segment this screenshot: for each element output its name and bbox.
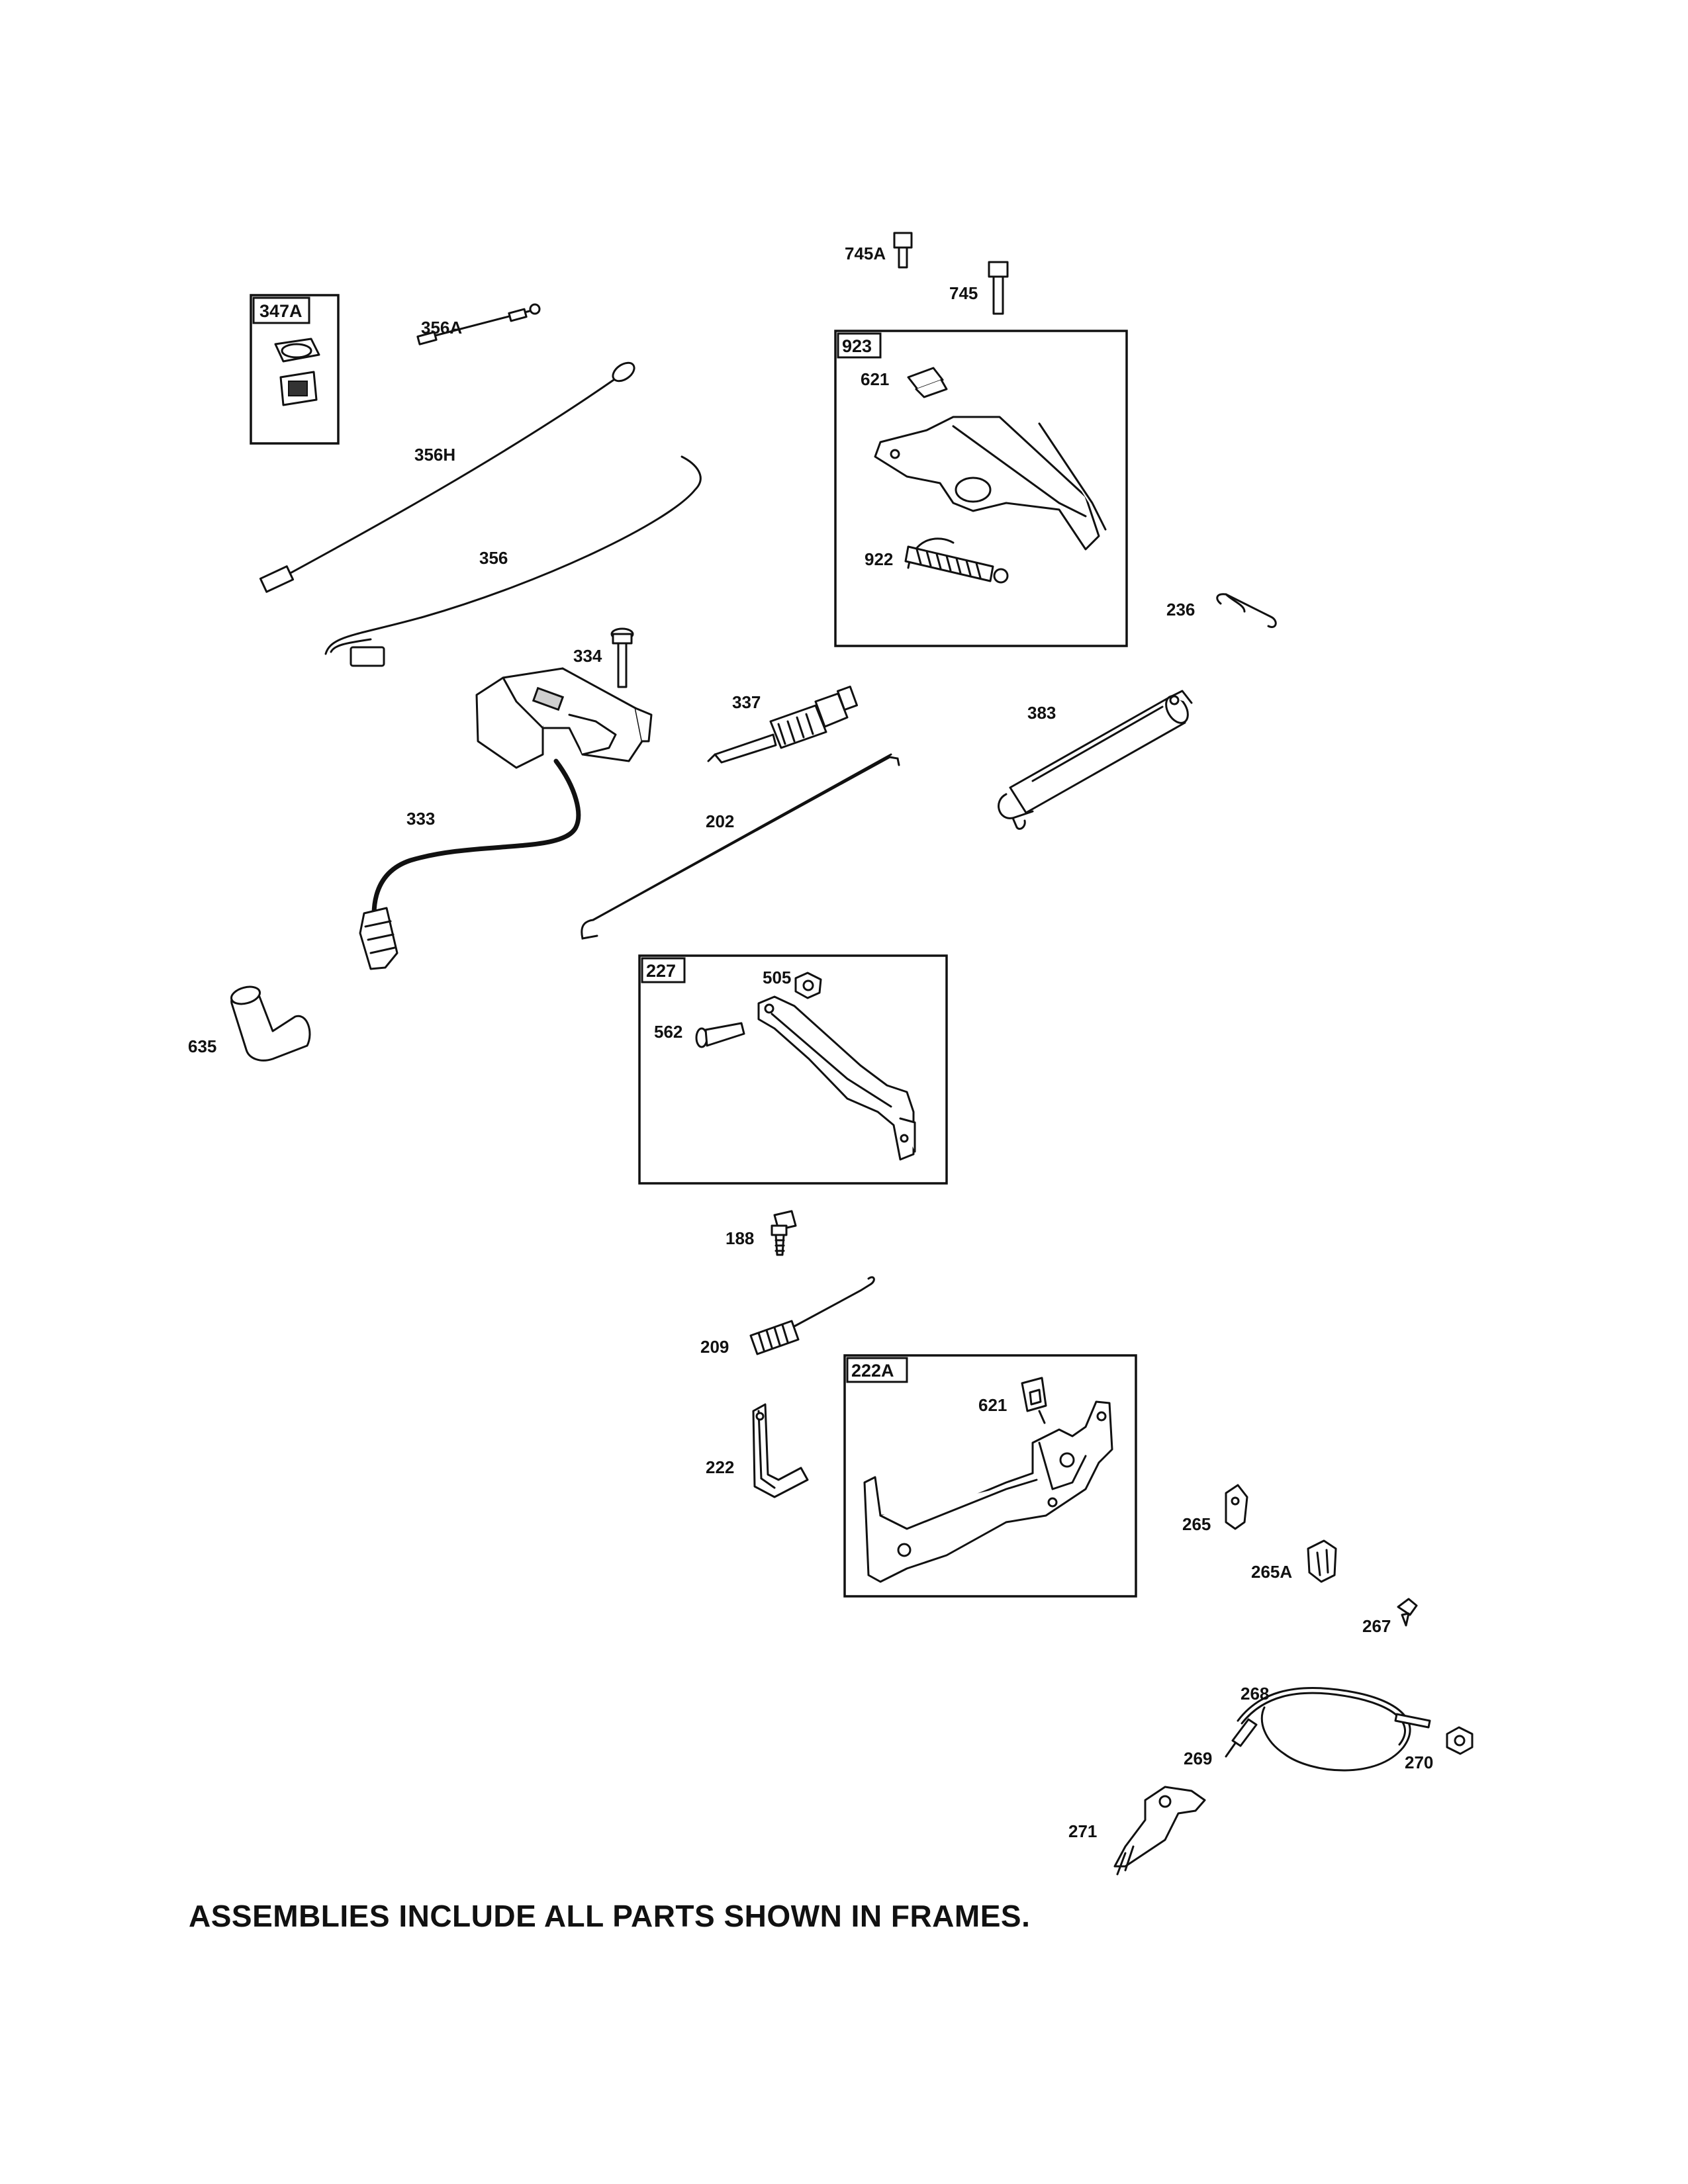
frame-label-347A: 347A (259, 301, 303, 321)
frame-label-222A: 222A (851, 1361, 894, 1381)
wire-356H: 356H (259, 361, 635, 593)
plate-265: 265 (1182, 1484, 1248, 1534)
frame-923: 923 621 922 (834, 330, 1128, 647)
label-265A: 265A (1251, 1562, 1292, 1582)
spark-plug-337: 337 (707, 685, 859, 764)
label-356H: 356H (414, 445, 455, 465)
label-268: 268 (1241, 1684, 1269, 1704)
clip-621-icon (907, 367, 948, 398)
label-267: 267 (1362, 1616, 1391, 1636)
label-236: 236 (1166, 600, 1195, 619)
link-236: 236 (1166, 593, 1277, 628)
plate-265A: 265A (1251, 1539, 1337, 1583)
cable-end-269: 269 (1184, 1718, 1258, 1768)
label-270: 270 (1405, 1752, 1433, 1772)
bolt-745A: 745A (845, 232, 913, 269)
pin-562-icon (695, 1022, 745, 1048)
label-337: 337 (732, 692, 761, 712)
label-922: 922 (865, 549, 893, 569)
label-269: 269 (1184, 1749, 1212, 1768)
frame-label-923: 923 (842, 336, 872, 356)
label-562: 562 (654, 1022, 682, 1042)
frame-label-227: 227 (646, 961, 676, 981)
screw-334: 334 (573, 627, 634, 688)
switch-icon (274, 338, 320, 406)
cable-268: 268 (1237, 1684, 1431, 1772)
wire-356: 356 (324, 455, 702, 667)
label-356: 356 (479, 548, 508, 568)
label-505: 505 (763, 968, 791, 987)
boot-635: 635 (188, 985, 311, 1062)
nut-505-icon (794, 972, 822, 999)
ignition-coil-333: 333 (359, 667, 653, 970)
frame-222A: 222A 621 (843, 1354, 1137, 1598)
wire-356A: 356A (416, 303, 541, 345)
cylinder-383: 383 (998, 690, 1193, 830)
lever-271: 271 (1068, 1786, 1206, 1876)
frame-227: 227 505 562 (638, 954, 948, 1185)
label-745A: 745A (845, 244, 886, 263)
bracket-227-icon (757, 995, 916, 1161)
label-334: 334 (573, 646, 602, 666)
label-209: 209 (700, 1337, 729, 1357)
nut-270: 270 (1405, 1726, 1474, 1772)
label-745: 745 (949, 283, 978, 303)
governor-lever-icon (874, 416, 1107, 551)
label-383: 383 (1027, 703, 1056, 723)
clip-621-lower-icon (1021, 1377, 1047, 1424)
label-265: 265 (1182, 1514, 1211, 1534)
label-621-top: 621 (861, 369, 889, 389)
label-621-lower: 621 (978, 1395, 1007, 1415)
assemblies-footnote: ASSEMBLIES INCLUDE ALL PARTS SHOWN IN FR… (189, 1899, 1031, 1933)
label-271: 271 (1068, 1821, 1097, 1841)
screw-267: 267 (1362, 1598, 1418, 1636)
control-bracket-222A-icon (863, 1400, 1113, 1583)
frame-347A: 347A (250, 294, 340, 445)
spring-209: 209 (700, 1276, 875, 1357)
bracket-222: 222 (706, 1403, 809, 1498)
label-635: 635 (188, 1036, 216, 1056)
bolt-188: 188 (726, 1210, 797, 1256)
label-333: 333 (406, 809, 435, 829)
bolt-745: 745 (949, 261, 1009, 315)
label-356A: 356A (421, 318, 462, 338)
label-202: 202 (706, 811, 734, 831)
rod-202: 202 (581, 753, 900, 940)
label-188: 188 (726, 1228, 754, 1248)
label-222: 222 (706, 1457, 734, 1477)
spring-922-icon (904, 537, 1009, 584)
